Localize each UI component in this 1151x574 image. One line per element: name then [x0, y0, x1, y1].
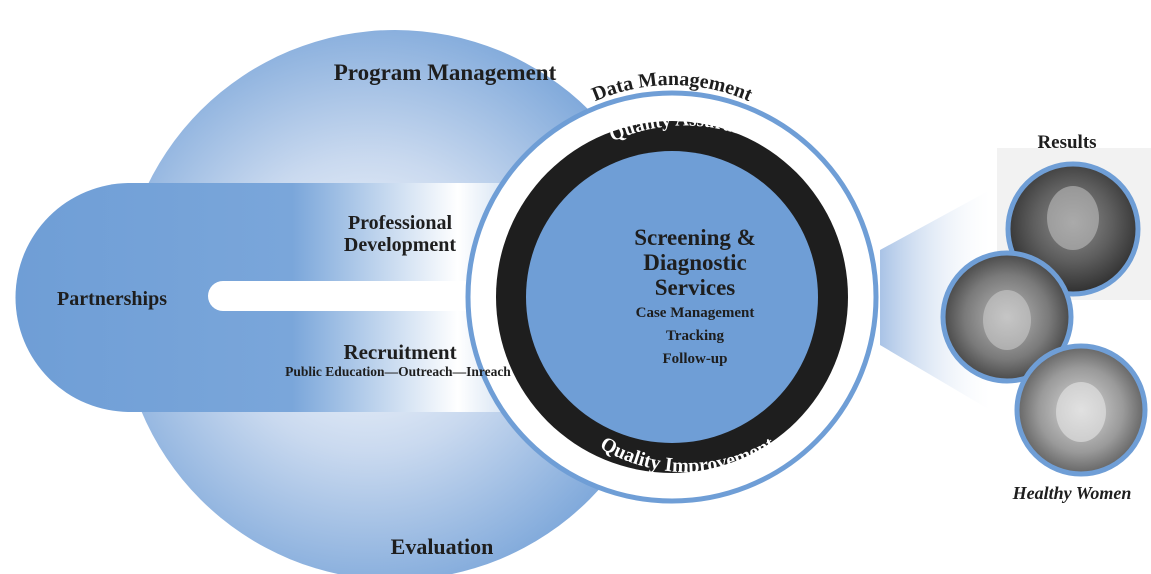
core-circle — [526, 151, 818, 443]
recruitment-label: Recruitment — [343, 340, 456, 364]
development-label: Development — [344, 234, 457, 256]
portrait-photo-2 — [940, 250, 1074, 384]
professional-label: Professional — [348, 212, 453, 234]
core-title-3: Services — [655, 275, 736, 300]
case-management-label: Case Management — [636, 305, 755, 321]
tracking-label: Tracking — [666, 328, 725, 344]
results-label: Results — [1037, 132, 1096, 153]
portrait-photo-3 — [1014, 343, 1148, 477]
follow-up-label: Follow-up — [662, 351, 727, 367]
evaluation-label: Evaluation — [391, 534, 494, 559]
recruitment-sub-label: Public Education—Outreach—Inreach — [285, 364, 511, 379]
core-title-1: Screening & — [634, 225, 756, 250]
healthy-women-caption: Healthy Women — [1012, 483, 1132, 503]
program-management-label: Program Management — [334, 60, 557, 85]
partnerships-label: Partnerships — [57, 288, 167, 310]
core-title-2: Diagnostic — [643, 250, 747, 275]
